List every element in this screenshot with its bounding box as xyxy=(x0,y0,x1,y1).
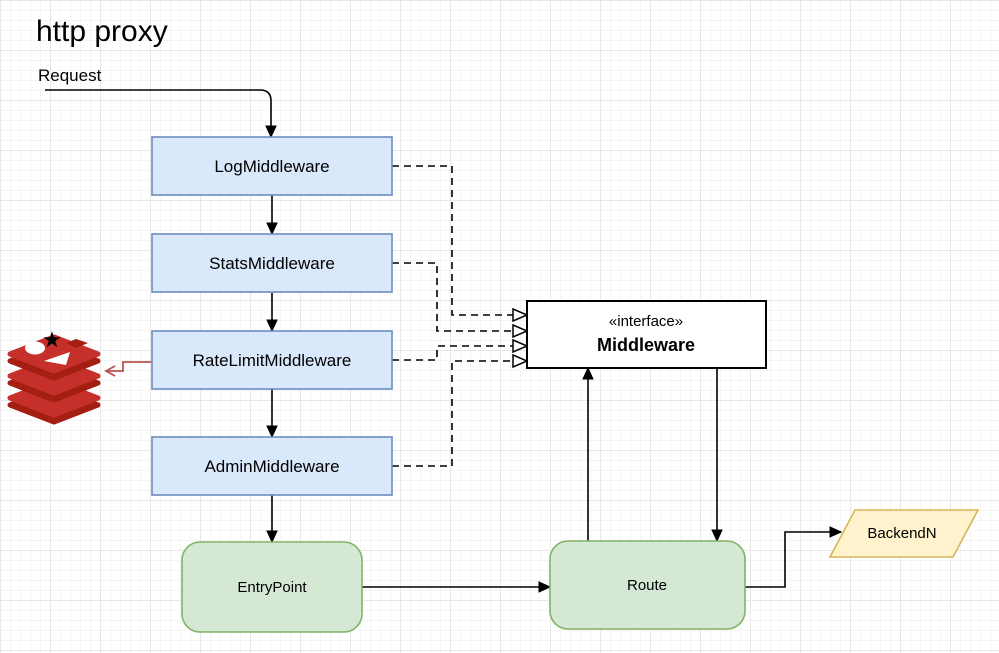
diagram-title: http proxy xyxy=(36,15,168,48)
edge-stats-implements-middleware xyxy=(392,262,527,331)
edge-admin-implements-middleware xyxy=(392,361,527,467)
edge-ratelimit-to-redis xyxy=(104,361,152,377)
node-label: AdminMiddleware xyxy=(204,457,339,476)
node-label: StatsMiddleware xyxy=(209,254,335,273)
redis-circle-shape xyxy=(25,341,45,355)
interface-name: Middleware xyxy=(597,335,695,355)
request-label: Request xyxy=(38,66,102,85)
node-route: Route xyxy=(549,540,746,630)
interface-stereotype: «interface» xyxy=(609,313,683,330)
node-label: Route xyxy=(627,577,667,594)
node-admin-middleware: AdminMiddleware xyxy=(151,436,393,496)
edge-ratelimit-implements-middleware xyxy=(392,346,527,361)
edge-route-to-backend xyxy=(745,532,841,588)
node-backend: BackendN xyxy=(828,509,980,558)
node-label: LogMiddleware xyxy=(214,157,329,176)
node-label: EntryPoint xyxy=(237,579,307,596)
redis-cube-shape xyxy=(66,339,88,348)
redis-icon: ★ xyxy=(7,327,101,425)
node-log-middleware: LogMiddleware xyxy=(151,136,393,196)
node-stats-middleware: StatsMiddleware xyxy=(151,233,393,293)
node-label: RateLimitMiddleware xyxy=(193,351,352,370)
node-middleware-interface: «interface» Middleware xyxy=(526,300,767,369)
node-entrypoint: EntryPoint xyxy=(181,541,363,633)
redis-star-shape: ★ xyxy=(42,327,62,352)
edge-request-to-logmiddleware xyxy=(45,89,271,137)
edge-log-implements-middleware xyxy=(392,165,527,315)
node-ratelimit-middleware: RateLimitMiddleware xyxy=(151,330,393,390)
node-label: BackendN xyxy=(867,525,936,542)
redis-triangle-shape xyxy=(44,352,70,365)
